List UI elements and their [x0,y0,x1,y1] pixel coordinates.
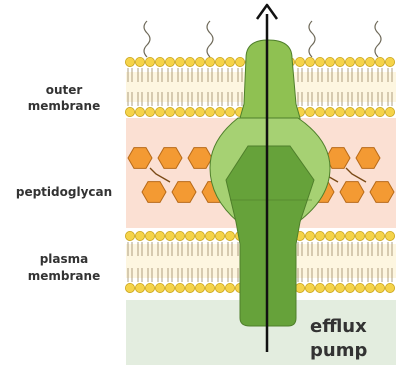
lipid-head [165,57,174,66]
lipid-head [195,57,204,66]
lipid-head [205,107,214,116]
lipid-head [355,231,364,240]
lipid-head [155,283,164,292]
lipid-head [145,57,154,66]
lipid-head [375,107,384,116]
lipid-head [145,283,154,292]
lipid-head [175,283,184,292]
lipid-head [385,107,394,116]
label-pump-line2: pump [310,340,367,361]
lipid-head [145,231,154,240]
lipid-head [185,231,194,240]
lipid-head [295,283,304,292]
lipid-head [155,57,164,66]
lipid-head [225,57,234,66]
lipid-head [225,231,234,240]
lipid-head [295,57,304,66]
lipid-head [155,231,164,240]
lipid-head [335,57,344,66]
lipid-head [205,231,214,240]
lipid-head [315,283,324,292]
lipid-head [305,57,314,66]
lipid-head [215,231,224,240]
lipid-head [365,283,374,292]
label-plasma-line2: membrane [28,269,100,283]
lipid-head [325,107,334,116]
lipid-head [165,283,174,292]
lipid-head [185,283,194,292]
lipid-head [195,231,204,240]
lipid-head [125,231,134,240]
lipid-head [195,107,204,116]
lipid-head [355,283,364,292]
lipid-head [375,231,384,240]
label-outer-line2: membrane [28,99,100,113]
lipid-head [305,283,314,292]
lipid-head [225,107,234,116]
lipid-head [215,283,224,292]
lipid-head [125,283,134,292]
lipid-head [345,283,354,292]
lipid-head [235,57,244,66]
lipid-head [215,107,224,116]
lipid-head [335,107,344,116]
lps-chain [309,21,315,57]
lipid-head [165,107,174,116]
lipid-head [345,57,354,66]
lipid-head [175,231,184,240]
lipid-head [385,57,394,66]
label-peptidoglycan: peptidoglycan [16,185,112,199]
lipid-head [385,283,394,292]
lipid-head [215,57,224,66]
lipid-head [315,231,324,240]
lipid-head [335,231,344,240]
lipid-head [345,107,354,116]
lipid-head [365,57,374,66]
lipid-head [375,283,384,292]
lipid-head [385,231,394,240]
lipid-head [135,283,144,292]
lps-chain [207,21,213,57]
lipid-head [145,107,154,116]
lipid-head [355,57,364,66]
lipid-head [365,107,374,116]
label-plasma-line1: plasma [40,252,89,266]
lipid-head [185,57,194,66]
lps-chain [144,21,150,57]
lipid-head [325,283,334,292]
label-pump-line1: efflux [310,316,367,337]
lipid-head [305,231,314,240]
lipid-head [315,107,324,116]
lipid-head [195,283,204,292]
lipid-head [365,231,374,240]
lipid-head [125,57,134,66]
lipid-head [175,107,184,116]
lipid-head [305,107,314,116]
lipid-head [135,231,144,240]
lipid-head [165,231,174,240]
lipid-head [205,283,214,292]
lps-chain [375,21,381,57]
lipid-head [205,57,214,66]
lipid-head [315,57,324,66]
lipid-head [175,57,184,66]
lipid-head [375,57,384,66]
lipid-head [135,57,144,66]
lipid-head [325,231,334,240]
lipid-head [325,57,334,66]
lipid-head [185,107,194,116]
lipid-head [355,107,364,116]
label-outer-line1: outer [46,83,83,97]
lipid-head [225,283,234,292]
lipid-head [155,107,164,116]
lipid-head [125,107,134,116]
lipid-head [335,283,344,292]
lipid-head [135,107,144,116]
lipid-head [345,231,354,240]
